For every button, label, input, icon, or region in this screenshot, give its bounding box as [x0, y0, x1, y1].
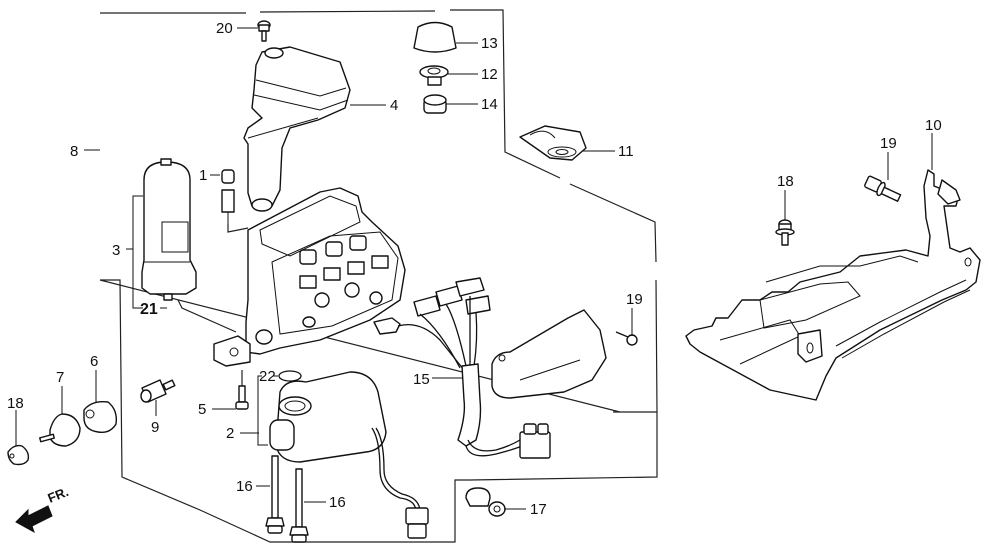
callout-18a: 18	[777, 173, 794, 190]
callout-5: 5	[198, 401, 206, 418]
callout-22: 22	[259, 368, 276, 385]
callout-12: 12	[481, 66, 498, 83]
part-8-modulator-body	[177, 187, 406, 367]
callout-17: 17	[530, 501, 547, 518]
control-unit	[491, 309, 607, 399]
part-2-pump-motor	[269, 371, 429, 539]
callout-20: 18	[7, 395, 24, 412]
part-20-nut	[7, 444, 30, 466]
part-10-bracket	[685, 169, 981, 401]
part-9-collar	[140, 379, 176, 403]
part-22-o-ring	[278, 370, 302, 382]
part-11-plate	[519, 125, 587, 161]
part-19-screw-top	[257, 20, 271, 42]
callout-21: 21	[140, 301, 158, 318]
leader-lines	[15, 27, 933, 510]
callout-13: 13	[481, 35, 498, 52]
callout-16b: 16	[329, 494, 346, 511]
callout-8: 8	[70, 143, 78, 160]
callout-labels: 20 4 13 12 14 11 8 1 3 21 22 2 5 9 6 7 1…	[7, 20, 942, 518]
callout-10: 10	[925, 117, 942, 134]
part-13-reservoir-cap	[413, 21, 457, 53]
part-6-mount-rubber	[83, 400, 118, 434]
arrow-icon	[15, 505, 53, 534]
part-3-accumulator	[141, 158, 197, 301]
part-15-wire-harness	[373, 277, 551, 459]
callout-3: 3	[112, 242, 120, 259]
front-label: FR.	[46, 484, 71, 506]
part-18-bolt-a	[775, 219, 795, 246]
part-4-reservoir-tank	[243, 46, 351, 212]
callout-4: 4	[390, 97, 398, 114]
part-7-mount-collar	[39, 413, 81, 447]
part-17-clip	[465, 487, 506, 517]
part-14-grommet	[423, 94, 447, 114]
callout-19: 20	[216, 20, 233, 37]
front-direction-arrow: FR.	[15, 484, 71, 534]
part-5-bolt	[235, 370, 249, 410]
callout-1: 1	[199, 167, 207, 184]
callout-16a: 16	[236, 478, 253, 495]
part-18-bolt-b	[864, 175, 902, 202]
callout-9: 9	[151, 419, 159, 436]
callout-2: 2	[226, 425, 234, 442]
part-19-screw-right	[615, 331, 638, 346]
callout-7: 7	[56, 369, 64, 386]
callout-11: 11	[618, 143, 634, 160]
solenoid-group	[299, 235, 389, 308]
callout-14: 14	[481, 96, 498, 113]
callout-15: 15	[413, 371, 430, 388]
assembly-boundary	[84, 9, 658, 543]
callout-19b: 19	[626, 291, 643, 308]
part-12-grommet	[419, 65, 449, 86]
part-1-bleeder	[221, 169, 249, 233]
callout-18b: 19	[880, 135, 897, 152]
callout-6: 6	[90, 353, 98, 370]
part-16-stud-bolt-a	[265, 455, 285, 534]
part-16-stud-bolt-b	[289, 468, 309, 543]
